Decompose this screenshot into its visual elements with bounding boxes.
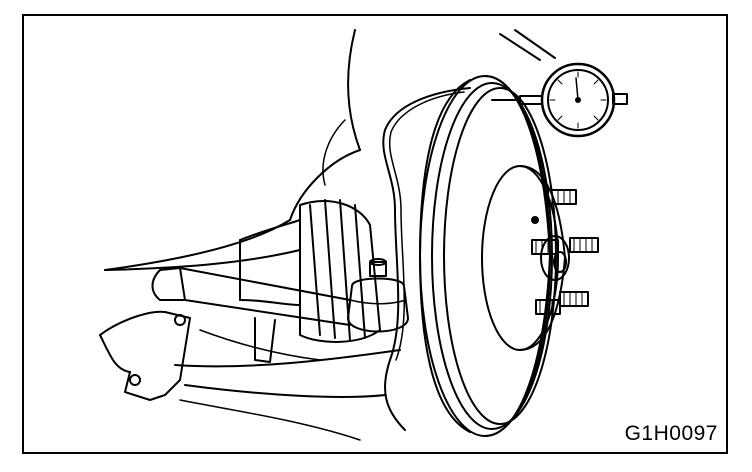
dial-tick-marks [549,71,607,129]
tie-rod [151,267,351,363]
tie-rod-end [347,258,409,333]
wheel-hub [481,165,570,351]
wheel-stud [559,291,589,307]
wheel-stud [531,239,559,255]
wheel-studs [531,189,599,315]
wheel-stud [547,189,577,205]
brake-disc [419,75,557,437]
lower-arm [99,310,401,401]
figure-code: G1H0097 [624,422,718,445]
dial-indicator [491,29,628,138]
wheel-stud [569,237,599,253]
wheel-stud [535,299,561,315]
brake-hose [179,87,471,441]
cv-boot [239,199,381,343]
wheel-arch-fender [104,29,361,271]
